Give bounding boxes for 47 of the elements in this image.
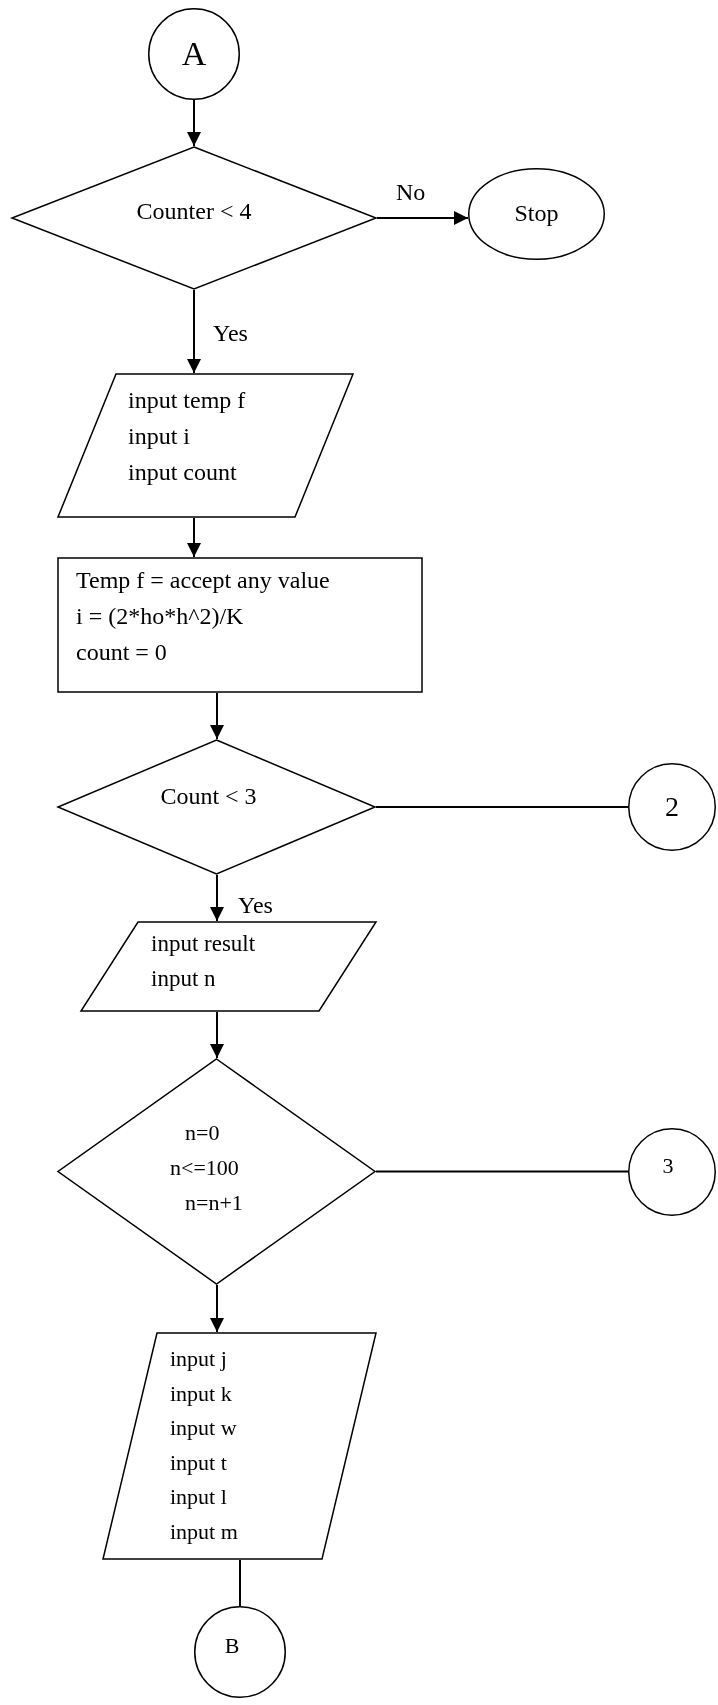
arrow bbox=[187, 99, 201, 147]
statement-text: input t bbox=[170, 1449, 227, 1475]
connector-label: B bbox=[224, 1633, 240, 1659]
arrow bbox=[187, 289, 201, 374]
arrow bbox=[210, 1011, 224, 1059]
statement-text: input w bbox=[170, 1415, 237, 1441]
statement-text: input m bbox=[170, 1518, 238, 1544]
decision-diamond bbox=[11, 146, 377, 290]
statement-text: input i bbox=[128, 423, 190, 451]
connector-circle bbox=[194, 1606, 286, 1698]
connector-line bbox=[375, 806, 629, 808]
connector-line bbox=[375, 1170, 629, 1173]
statement-text: input k bbox=[170, 1380, 232, 1406]
connector-label: 2 bbox=[665, 790, 679, 824]
arrow bbox=[210, 1284, 224, 1333]
input-parallelogram bbox=[80, 921, 377, 1012]
statement-text: Counter < 4 bbox=[136, 198, 252, 226]
statement-text: n<=100 bbox=[170, 1154, 239, 1180]
statement-text: input temp f bbox=[128, 387, 246, 415]
arrow bbox=[210, 874, 224, 922]
connector-circle bbox=[628, 1128, 716, 1216]
statement-text: input j bbox=[170, 1346, 227, 1372]
connector-label: 3 bbox=[662, 1153, 674, 1179]
process-box bbox=[57, 557, 423, 693]
statement-text: input count bbox=[128, 459, 237, 487]
decision-diamond bbox=[57, 1058, 376, 1285]
terminal-ellipse bbox=[468, 168, 605, 260]
statement-text: i = (2*ho*h^2)/K bbox=[76, 603, 244, 631]
connector-label: Stop bbox=[514, 200, 559, 228]
statement-text: input n bbox=[151, 966, 216, 993]
statement-text: count = 0 bbox=[76, 639, 167, 667]
input-parallelogram bbox=[102, 1332, 377, 1560]
input-parallelogram bbox=[57, 373, 354, 518]
statement-text: input result bbox=[151, 931, 256, 958]
connector-label: A bbox=[181, 34, 207, 74]
arrow bbox=[210, 692, 224, 740]
decision-diamond bbox=[57, 739, 376, 875]
statement-text: n=0 bbox=[185, 1119, 220, 1145]
statement-text: input l bbox=[170, 1484, 227, 1510]
statement-text: Count < 3 bbox=[160, 783, 257, 811]
statement-text: n=n+1 bbox=[185, 1189, 243, 1215]
arrow bbox=[187, 517, 201, 558]
connector-line bbox=[239, 1559, 241, 1607]
arrow bbox=[376, 211, 469, 225]
connector-circle bbox=[628, 763, 716, 851]
statement-text: Temp f = accept any value bbox=[76, 567, 330, 595]
connector-circle bbox=[148, 8, 240, 100]
